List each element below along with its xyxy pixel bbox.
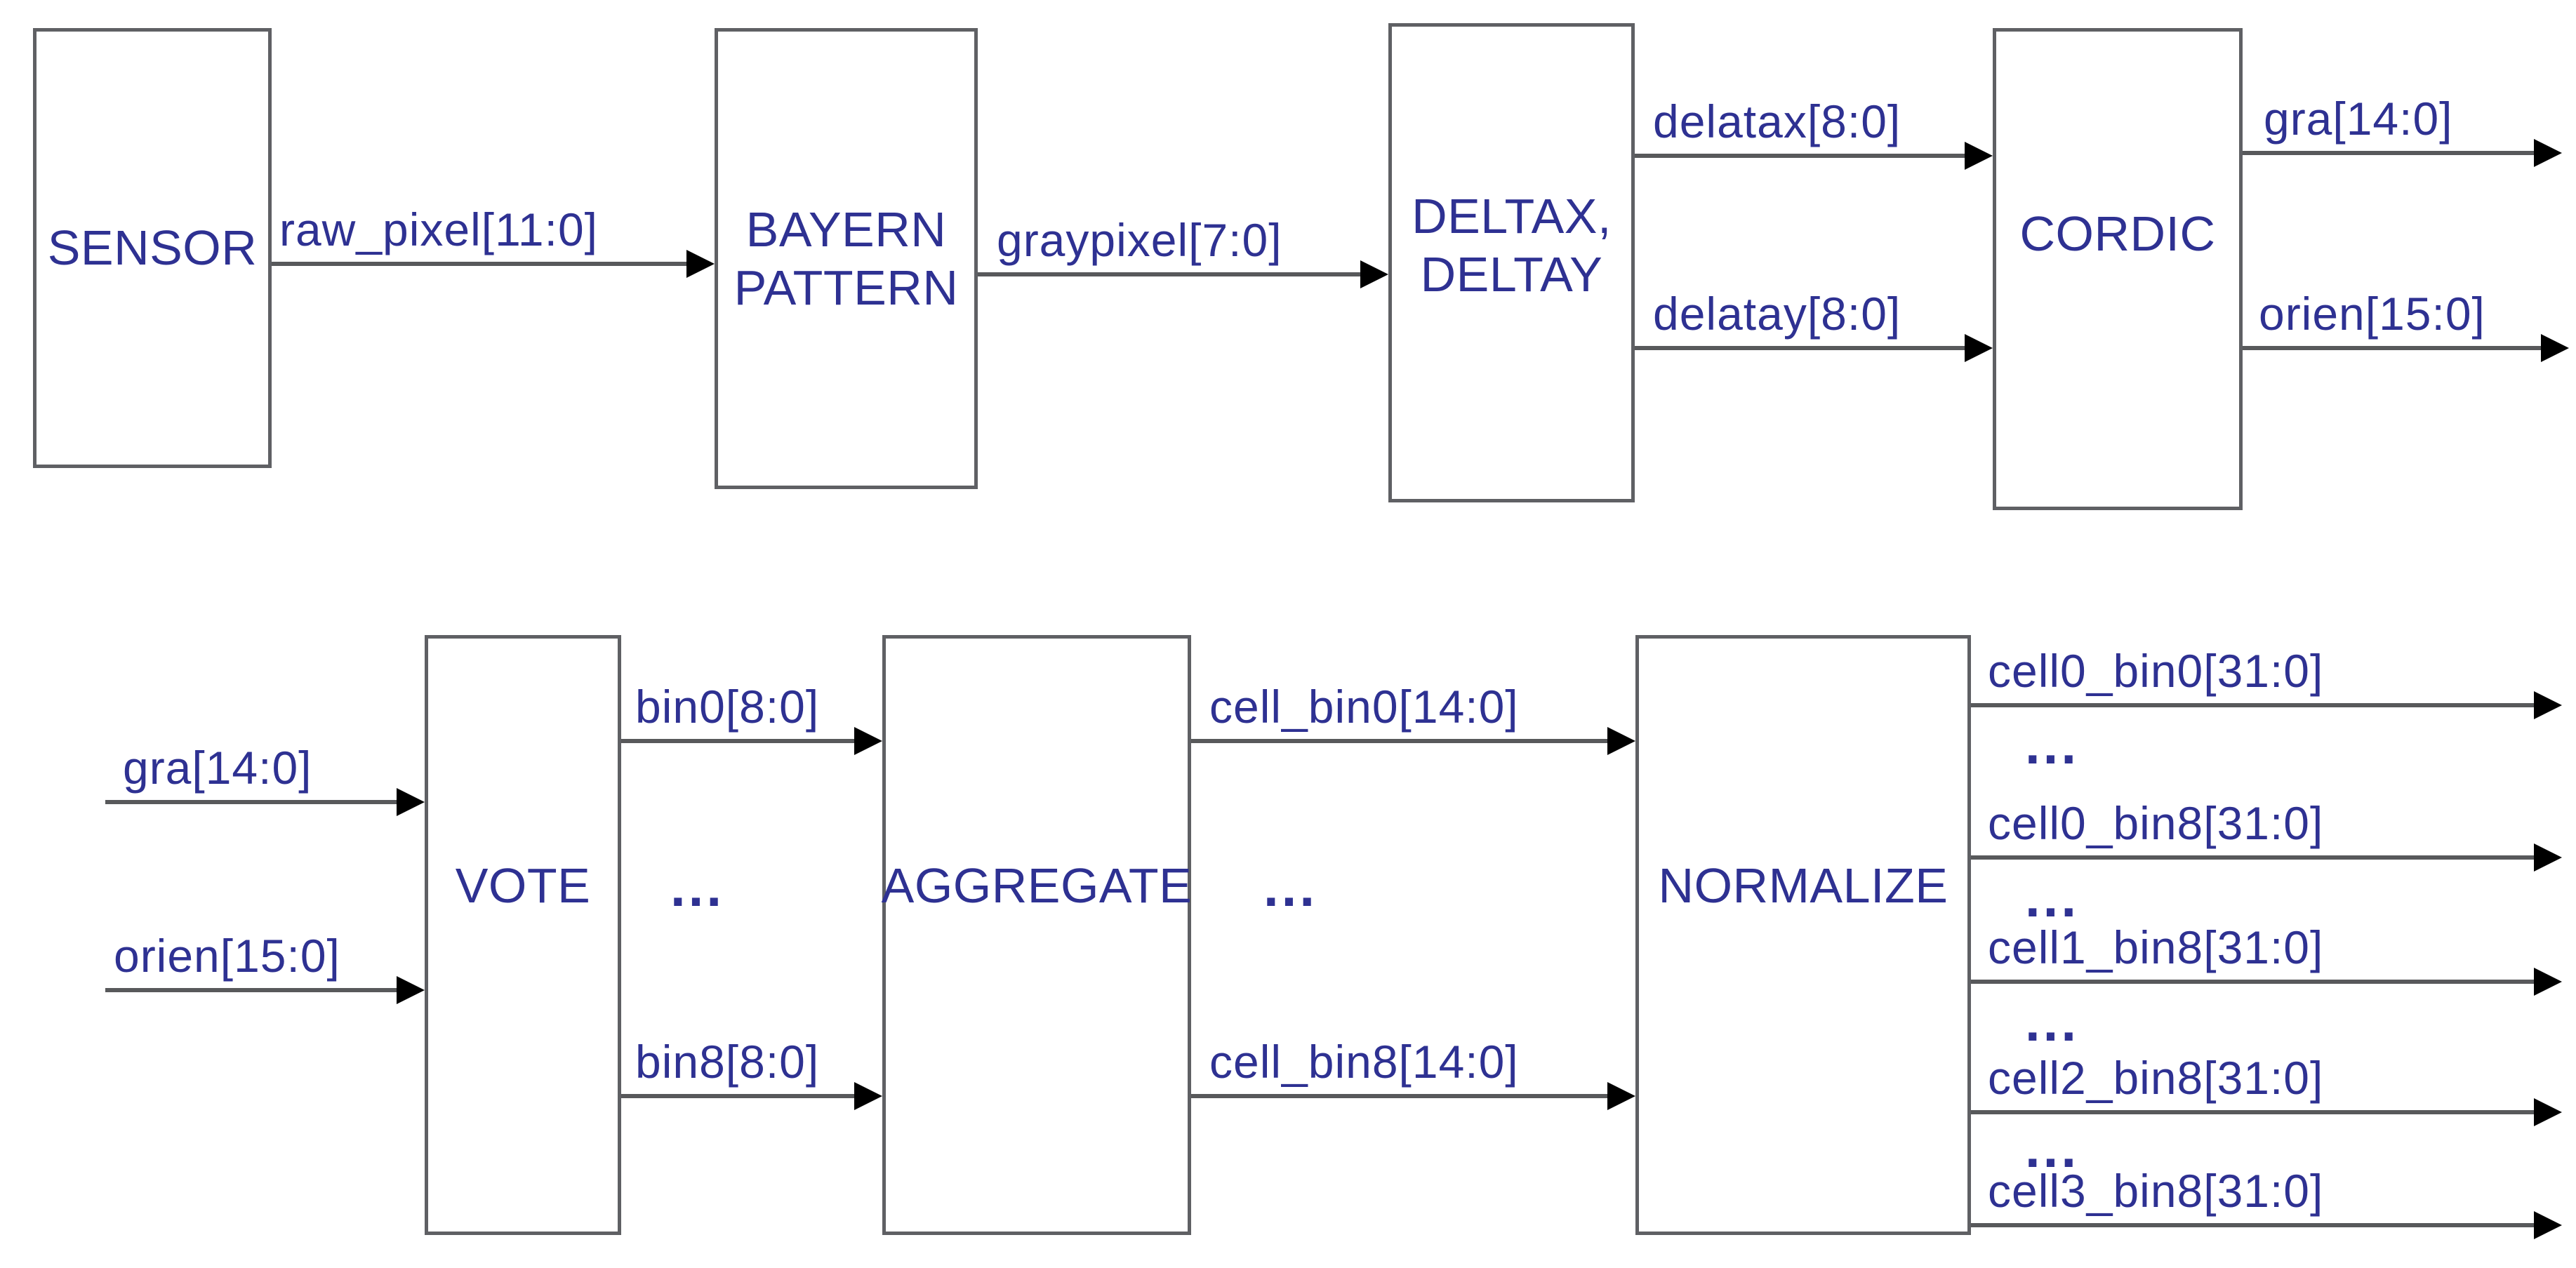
signal-cell0-bin8-label: cell0_bin8[31:0] bbox=[1988, 797, 2324, 849]
signal-raw-pixel-label: raw_pixel[11:0] bbox=[279, 203, 599, 255]
signal-cell3-bin8-label: cell3_bin8[31:0] bbox=[1988, 1165, 2324, 1217]
ellipsis-out-1: ... bbox=[2025, 714, 2080, 775]
wire-orien-in bbox=[105, 976, 425, 1004]
wire-graypixel bbox=[978, 260, 1388, 288]
block-normalize: NORMALIZE bbox=[1635, 635, 1971, 1235]
block-vote: VOTE bbox=[425, 635, 621, 1235]
wire-cell2-bin8 bbox=[1971, 1098, 2562, 1126]
signal-graypixel-label: graypixel[7:0] bbox=[997, 214, 1282, 266]
block-vote-label: VOTE bbox=[455, 858, 591, 914]
wire-bin8 bbox=[621, 1082, 882, 1110]
wire-cell3-bin8 bbox=[1971, 1211, 2562, 1239]
wire-orien-out bbox=[2243, 334, 2569, 362]
wire-gra-out bbox=[2243, 139, 2562, 167]
wire-cell-bin8 bbox=[1191, 1082, 1635, 1110]
signal-cell2-bin8-label: cell2_bin8[31:0] bbox=[1988, 1052, 2324, 1104]
signal-orien-in-label: orien[15:0] bbox=[114, 930, 340, 982]
block-cordic-label: CORDIC bbox=[2019, 206, 2216, 262]
block-delta-line1: DELTAX, bbox=[1412, 188, 1612, 243]
ellipsis-vote-aggregate: ... bbox=[670, 856, 725, 918]
block-deltax-deltay: DELTAX,DELTAY bbox=[1388, 23, 1635, 502]
signal-cell-bin8-label: cell_bin8[14:0] bbox=[1209, 1036, 1519, 1088]
signal-cell0-bin0-label: cell0_bin0[31:0] bbox=[1988, 645, 2324, 697]
ellipsis-out-4: ... bbox=[2025, 1117, 2080, 1179]
block-normalize-label: NORMALIZE bbox=[1658, 858, 1948, 914]
ellipsis-out-2: ... bbox=[2025, 867, 2080, 928]
wire-bin0 bbox=[621, 727, 882, 755]
wire-cell0-bin8 bbox=[1971, 843, 2562, 872]
ellipsis-aggregate-normalize: ... bbox=[1263, 856, 1318, 918]
block-sensor: SENSOR bbox=[33, 28, 272, 468]
ellipsis-out-3: ... bbox=[2025, 991, 2080, 1053]
block-delta-line2: DELTAY bbox=[1420, 246, 1603, 302]
signal-cell-bin0-label: cell_bin0[14:0] bbox=[1209, 681, 1519, 733]
wire-gra-in bbox=[105, 788, 425, 816]
signal-orien-out-label: orien[15:0] bbox=[2259, 288, 2485, 340]
signal-delatay-label: delatay[8:0] bbox=[1653, 288, 1901, 340]
wire-cell1-bin8 bbox=[1971, 968, 2562, 996]
signal-delatax-label: delatax[8:0] bbox=[1653, 95, 1901, 147]
signal-cell1-bin8-label: cell1_bin8[31:0] bbox=[1988, 921, 2324, 973]
signal-gra-out-label: gra[14:0] bbox=[2264, 93, 2453, 145]
wire-delatax bbox=[1635, 142, 1993, 170]
block-bayern-line1: BAYERN bbox=[745, 201, 947, 257]
wire-cell0-bin0 bbox=[1971, 691, 2562, 719]
block-aggregate-label: AGGREGATE bbox=[881, 858, 1193, 914]
signal-bin8-label: bin8[8:0] bbox=[635, 1036, 820, 1088]
wire-cell-bin0 bbox=[1191, 727, 1635, 755]
signal-gra-in-label: gra[14:0] bbox=[123, 742, 312, 794]
block-aggregate: AGGREGATE bbox=[881, 635, 1193, 1235]
signal-bin0-label: bin0[8:0] bbox=[635, 681, 820, 733]
block-cordic: CORDIC bbox=[1993, 28, 2243, 510]
block-sensor-label: SENSOR bbox=[47, 220, 258, 276]
block-bayern-line2: PATTERN bbox=[733, 260, 959, 315]
block-deltax-deltay-label: DELTAX,DELTAY bbox=[1412, 187, 1612, 303]
wire-raw-pixel bbox=[272, 250, 715, 278]
wire-delatay bbox=[1635, 334, 1993, 362]
